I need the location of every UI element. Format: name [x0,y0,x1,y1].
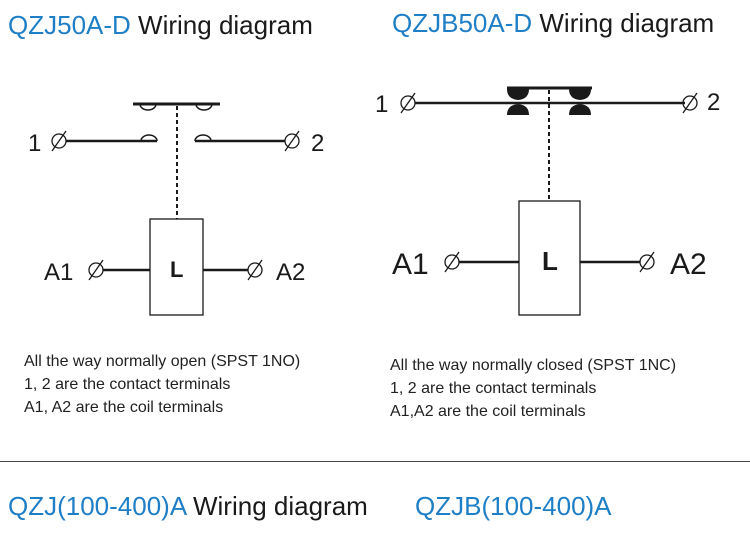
right-coil-a1-label: A1 [392,248,429,281]
right-description-line: All the way normally closed (SPST 1NC) [390,357,677,374]
right-coil-label: L [542,246,558,276]
right-coil-a2-label: A2 [670,248,707,281]
left-description-line: A1, A2 are the coil terminals [24,399,224,416]
right-terminal-2-icon [682,95,698,111]
left-coil-box [149,218,204,316]
left-terminal-1-icon [51,133,67,149]
right-nc-diagram [400,86,698,316]
right-terminal-1-label: 1 [375,91,388,118]
left-terminal-2-icon [284,133,300,149]
left-diagram-title: QZJ50A-D Wiring diagram [8,10,313,41]
left-description: All the way normally open (SPST 1NO) 1, … [24,350,300,419]
right-diagram-title: QZJB50A-D Wiring diagram [392,8,714,39]
left-description-line: 1, 2 are the contact terminals [24,376,231,393]
left-bridge-contact-left [139,103,157,111]
left-no-diagram [51,102,300,316]
left-fixed-contact-2 [194,134,212,142]
left-terminal-a2-icon [247,262,263,278]
right-terminal-a1-icon [444,254,460,270]
right-coil-box [518,200,581,316]
right-fixed-contact-left [507,104,529,115]
left-model-name: QZJ50A-D [8,10,131,40]
bottom-right-model-name: QZJB(100-400)A [415,491,612,521]
bottom-left-title-suffix: Wiring diagram [192,491,368,521]
right-bridge-contact-right [569,89,591,100]
left-terminal-1-label: 1 [28,130,41,157]
right-bridge-contact-left [507,89,529,100]
bottom-left-title: QZJ(100-400)A Wiring diagram [8,491,368,522]
right-terminal-2-label: 2 [707,89,720,116]
right-description-line: A1,A2 are the coil terminals [390,403,586,420]
right-terminal-a2-icon [639,254,655,270]
left-description-line: All the way normally open (SPST 1NO) [24,353,301,370]
right-description-line: 1, 2 are the contact terminals [390,380,597,397]
left-title-suffix: Wiring diagram [138,10,313,40]
right-description: All the way normally closed (SPST 1NC) 1… [390,354,676,423]
left-fixed-contact-1 [140,134,158,142]
section-divider [0,461,750,462]
left-coil-a2-label: A2 [276,259,305,286]
left-terminal-2-label: 2 [311,130,324,157]
right-closed-contacts [507,89,591,115]
left-coil-label: L [170,257,183,282]
right-fixed-contact-right [569,104,591,115]
bottom-left-model-name: QZJ(100-400)A [8,491,186,521]
left-bridge-contact-right [195,103,213,111]
left-terminal-a1-icon [88,262,104,278]
right-model-name: QZJB50A-D [392,8,533,38]
right-terminal-1-icon [400,95,416,111]
left-coil-a1-label: A1 [44,259,73,286]
bottom-right-title: QZJB(100-400)A [415,491,612,522]
right-title-suffix: Wiring diagram [539,8,715,38]
